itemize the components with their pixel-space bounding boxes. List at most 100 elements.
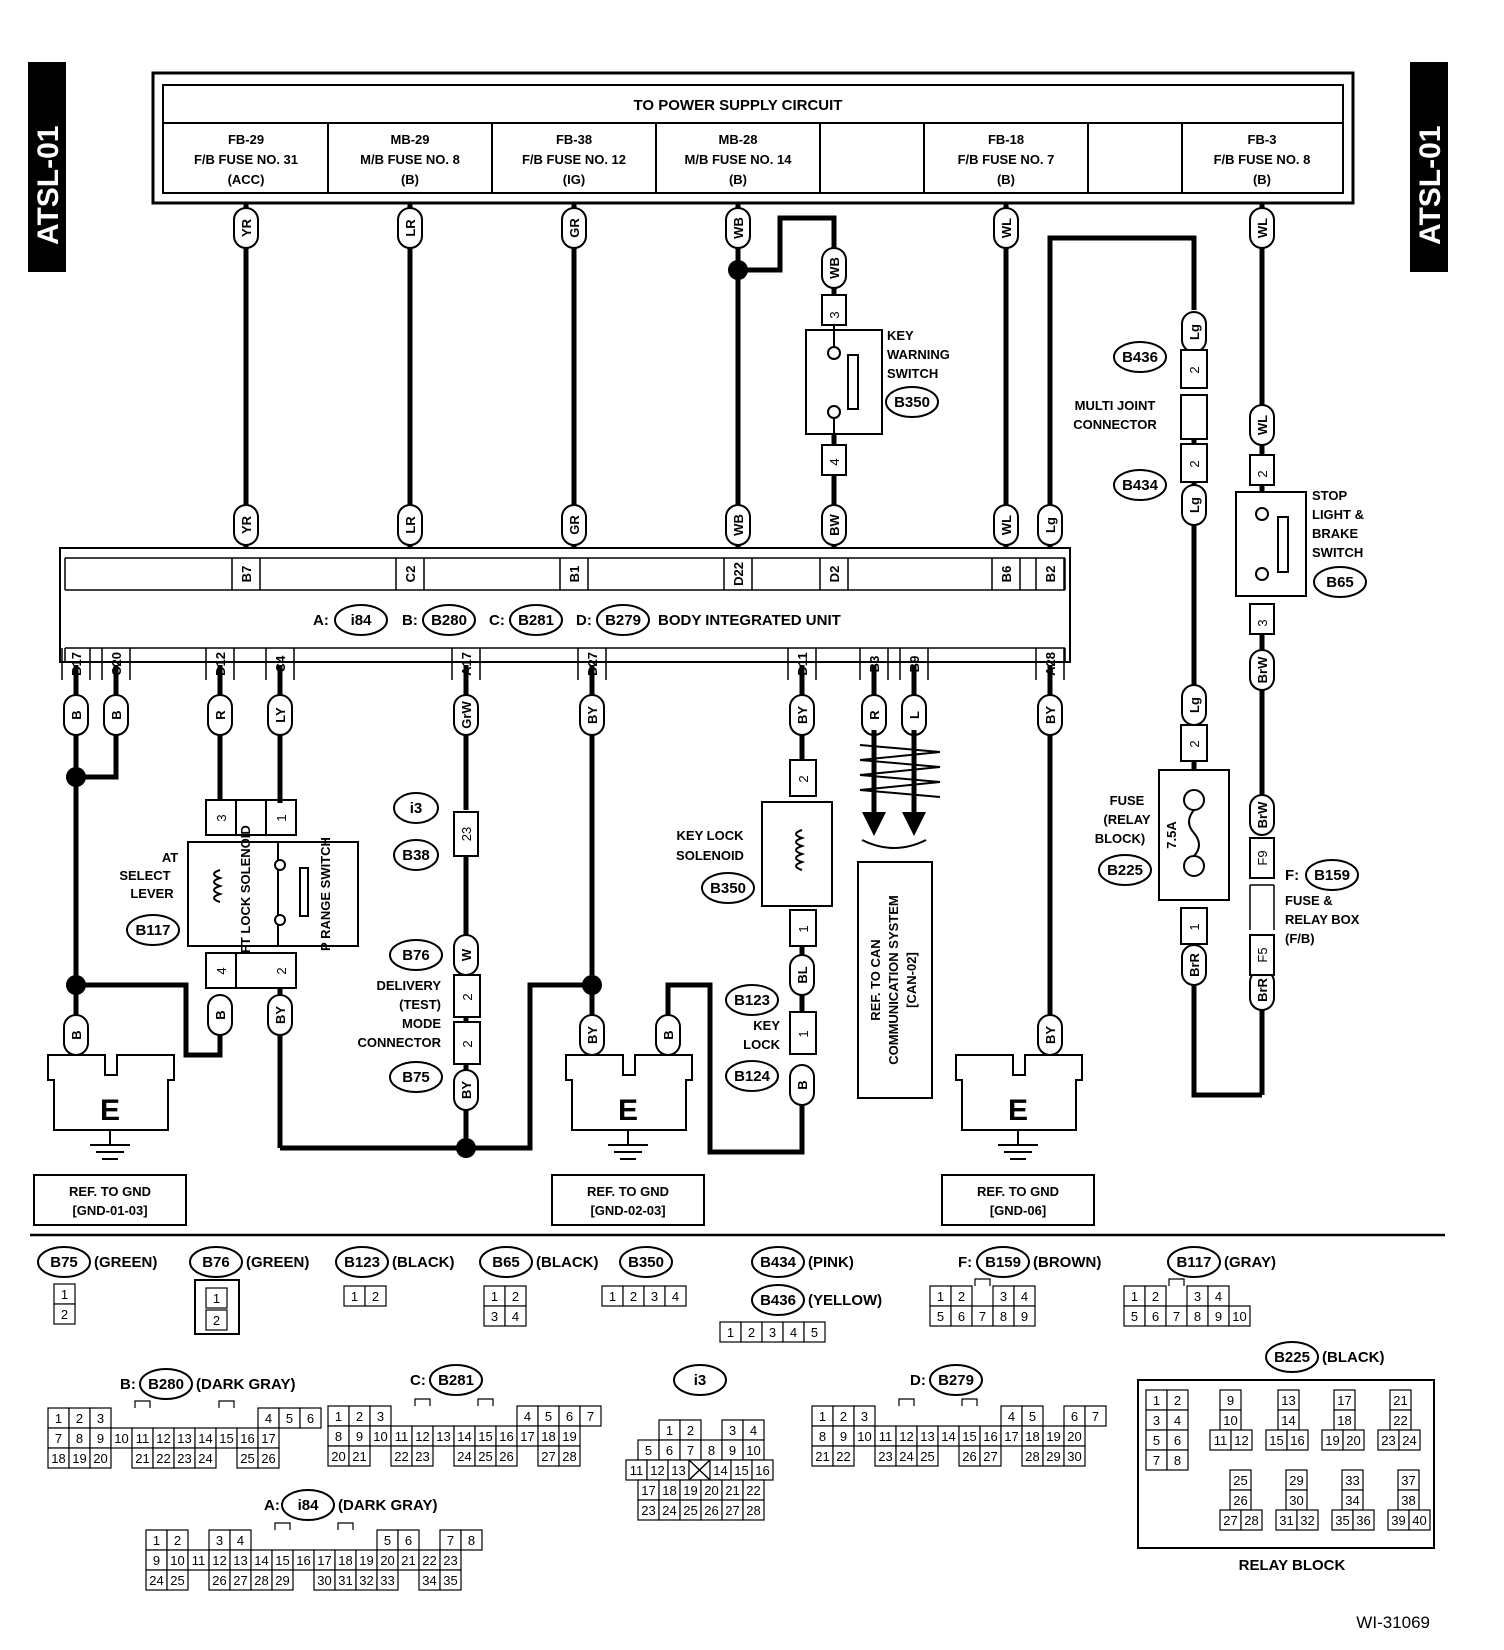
pin-number: 24 <box>899 1449 913 1464</box>
can-zigzag <box>859 730 941 849</box>
pin-number: 17 <box>1004 1429 1018 1444</box>
pin-number: 3 <box>1000 1289 1007 1304</box>
legend-i84-color: (DARK GRAY) <box>338 1497 437 1514</box>
pin-number: 4 <box>1174 1413 1181 1428</box>
wire-color-label: LY <box>273 707 288 723</box>
pin-number: 9 <box>97 1431 104 1446</box>
pin-number: 18 <box>541 1429 555 1444</box>
pin-number: 39 <box>1391 1513 1405 1528</box>
pin-number: 23 <box>878 1449 892 1464</box>
pin-number: 2 <box>76 1411 83 1426</box>
biu-bottom-pin: C20 <box>109 652 124 676</box>
ground-1-ref1: REF. TO GND <box>69 1184 151 1199</box>
pin-number: 7 <box>1092 1409 1099 1424</box>
legend-b279: D: B279 <box>910 1364 983 1396</box>
legend-b65: B65 (BLACK) <box>479 1246 598 1278</box>
pin-number: 28 <box>746 1503 760 1518</box>
pin-number: 3 <box>729 1423 736 1438</box>
wire-color-label: Lg <box>1043 517 1058 533</box>
mj-label-2: CONNECTOR <box>1073 417 1157 432</box>
pin-number: 27 <box>541 1449 555 1464</box>
pin-number: 1 <box>335 1409 342 1424</box>
pin-number: 4 <box>750 1423 757 1438</box>
pin-number: 1 <box>727 1325 734 1340</box>
legend-b280: B: B280 (DARK GRAY) <box>120 1368 295 1400</box>
conn-d-oval <box>596 604 650 636</box>
wire-color-label: R <box>867 710 882 720</box>
pin-number: 10 <box>1232 1309 1246 1324</box>
pin-number: 4 <box>265 1411 272 1426</box>
del-label-1: DELIVERY <box>376 978 441 993</box>
biu-top-pin: B2 <box>1043 566 1058 583</box>
ground-2-ref1: REF. TO GND <box>587 1184 669 1199</box>
legend-b436: B436 (YELLOW) <box>751 1284 882 1316</box>
pin-number: 24 <box>1402 1433 1416 1448</box>
biu-top-pin: D2 <box>827 566 842 583</box>
kws-label-2: WARNING <box>887 347 950 362</box>
conn-b-prefix: B: <box>402 612 418 629</box>
legend-b436-name: B436 <box>760 1292 796 1309</box>
pin-number: 4 <box>1021 1289 1028 1304</box>
atl-label-1: AT <box>162 850 178 865</box>
wire-color-label: BrR <box>1255 977 1270 1001</box>
pin-number: 34 <box>422 1573 436 1588</box>
biu-top-pin: B1 <box>567 566 582 583</box>
pin-number: 14 <box>1281 1413 1295 1428</box>
pin-number: 30 <box>317 1573 331 1588</box>
pin-number: 23 <box>415 1449 429 1464</box>
kl-label-2: LOCK <box>743 1037 780 1052</box>
wire-color-label: R <box>213 710 228 720</box>
biu-bottom-pin: D27 <box>585 652 600 676</box>
pin-number: 13 <box>233 1553 247 1568</box>
b436-oval <box>1113 341 1167 373</box>
kl-pin: 1 <box>796 1030 811 1037</box>
conn-c-name: B281 <box>518 612 554 629</box>
pin-number: 1 <box>351 1289 358 1304</box>
legend-b436-color: (YELLOW) <box>808 1292 882 1309</box>
pin-number: 8 <box>468 1533 475 1548</box>
pin-number: 10 <box>746 1443 760 1458</box>
biu-bottom-pin: D12 <box>213 652 228 676</box>
legend-b159-name: B159 <box>985 1254 1021 1271</box>
at-select-lever: 3 1 SHIFT LOCK SOLENOID P RANGE SWITCH 4… <box>119 799 359 989</box>
pin-number: 2 <box>356 1409 363 1424</box>
pin-number: 11 <box>1214 1433 1228 1448</box>
fb-label-2: RELAY BOX <box>1285 912 1360 927</box>
pin-number: 9 <box>1021 1309 1028 1324</box>
pin-number: 8 <box>1194 1309 1201 1324</box>
pin-number: 17 <box>1337 1393 1351 1408</box>
legend-b117: B117 (GRAY) <box>1167 1246 1276 1278</box>
pin-number: 24 <box>662 1503 676 1518</box>
conn-a-oval <box>334 604 388 636</box>
pin-number: 4 <box>237 1533 244 1548</box>
pin-number: 25 <box>920 1449 934 1464</box>
pin-number: 20 <box>331 1449 345 1464</box>
fb-label-1: FUSE & <box>1285 893 1333 908</box>
pin-number: 30 <box>1289 1493 1303 1508</box>
atl-pin-2: 2 <box>274 967 289 974</box>
wire-color-label: B <box>795 1080 810 1089</box>
conn-b-oval <box>422 604 476 636</box>
del-label-3: MODE <box>402 1016 441 1031</box>
wire-color-label: YR <box>239 515 254 534</box>
pin-number: 21 <box>135 1451 149 1466</box>
b76-name: B76 <box>402 947 430 964</box>
legend-b75-color: (GREEN) <box>94 1254 157 1271</box>
pin-number: 15 <box>734 1463 748 1478</box>
legend-b65-name: B65 <box>492 1254 520 1271</box>
pin-number: 32 <box>1300 1513 1314 1528</box>
sl-pin-bottom: 3 <box>1255 619 1270 626</box>
pin-number: 6 <box>666 1443 673 1458</box>
pin-number: 16 <box>983 1429 997 1444</box>
pin-number: 2 <box>687 1423 694 1438</box>
sl-conn-oval <box>1313 566 1367 598</box>
pin-number: 2 <box>174 1533 181 1548</box>
biu-bottom-pin: A17 <box>459 652 474 676</box>
kws-pin-top: 3 <box>827 311 842 318</box>
biu-bottom-pin: C4 <box>273 655 288 672</box>
